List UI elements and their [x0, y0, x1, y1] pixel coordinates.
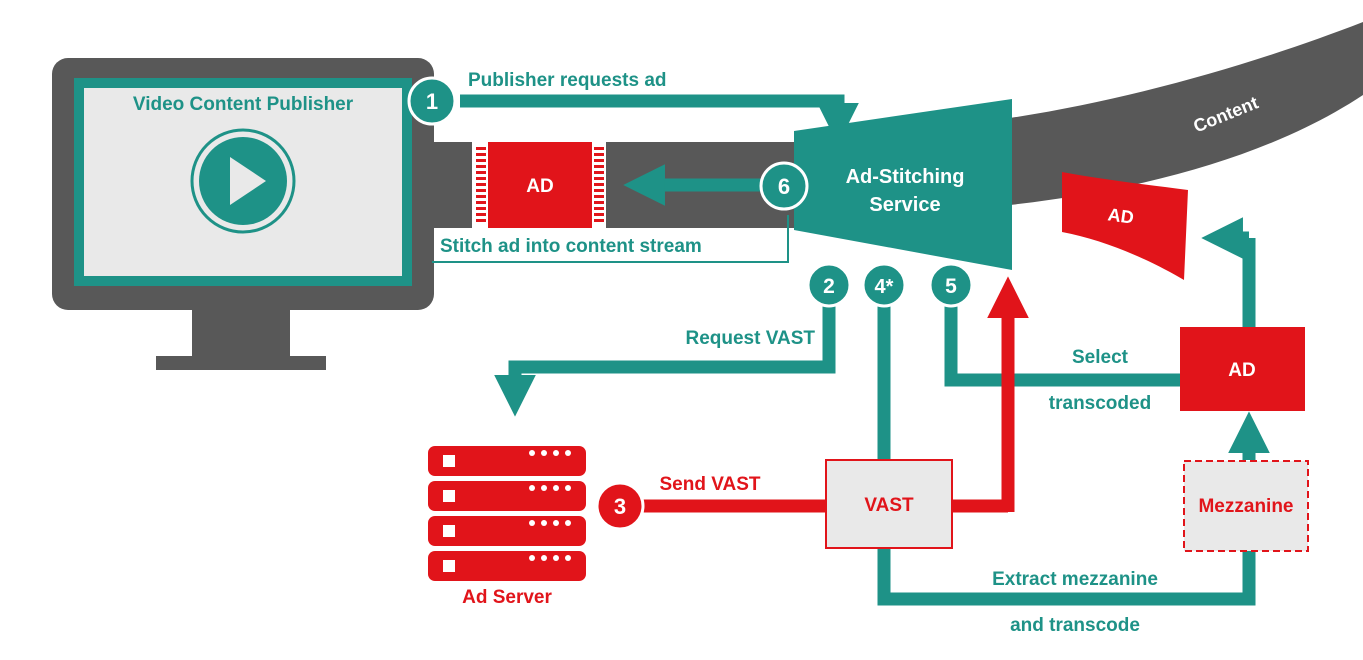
select-label-2: transcoded: [1049, 393, 1151, 414]
extract-line: [877, 522, 1256, 606]
server-stack-icon: [428, 446, 586, 581]
request-ad-label: Publisher requests ad: [468, 70, 667, 91]
request-vast-label: Request VAST: [685, 328, 815, 349]
inserted-ad-flag: [1062, 172, 1188, 280]
stitched-ad-label: AD: [526, 176, 553, 197]
ad-server-label: Ad Server: [462, 587, 552, 608]
step-badge-3: 3: [595, 481, 645, 531]
mezzanine-label: Mezzanine: [1198, 496, 1293, 517]
transcoded-ad-box: [1180, 327, 1305, 411]
mezzanine: Mezzanine: [1183, 411, 1309, 552]
service-line2: Service: [869, 194, 940, 216]
step-number-2: 2: [823, 275, 835, 298]
step-5: Select transcoded: [944, 300, 1180, 414]
monitor-base: [156, 356, 326, 370]
stitch-label: Stitch ad into content stream: [440, 236, 702, 257]
request-ad-arrow: [460, 94, 859, 145]
service-funnel: [794, 99, 1012, 270]
step-badge-4: 4*: [861, 262, 907, 308]
monitor: Video Content Publisher: [52, 58, 434, 370]
vast-box-label: VAST: [864, 495, 914, 516]
extract-label-2: and transcode: [1010, 615, 1140, 636]
step-2: Request VAST: [494, 300, 836, 417]
vast-box: [825, 459, 953, 549]
play-icon: [190, 128, 296, 234]
mezzanine-box: [1183, 460, 1309, 552]
request-vast-arrow: [494, 300, 836, 417]
transcoded-ad-label: AD: [1228, 360, 1255, 381]
transcoded-ad: AD: [1180, 217, 1305, 411]
step-6: Stitch ad into content stream: [432, 164, 789, 263]
content-stream-curve: [1010, 22, 1363, 205]
film-perforations: [476, 147, 604, 222]
ad-stitching-service: Ad-Stitching Service: [794, 99, 1012, 270]
inserted-ad-label: AD: [1107, 204, 1136, 227]
step-badge-1: 1: [407, 76, 457, 126]
step-number-6: 6: [778, 174, 790, 199]
stitched-ad-block: AD: [472, 142, 606, 228]
select-line: [944, 300, 1180, 387]
step-badge-6: 6: [759, 161, 809, 211]
stitch-bracket: [432, 215, 789, 263]
step-number-3: 3: [614, 494, 626, 519]
vast-document: VAST: [825, 459, 953, 549]
send-vast-label: Send VAST: [660, 474, 761, 495]
extract-label-1: Extract mezzanine: [992, 569, 1158, 590]
step-number-4: 4*: [875, 276, 894, 298]
monitor-title: Video Content Publisher: [133, 94, 354, 115]
step-badge-2: 2: [806, 262, 852, 308]
step-badge-5: 5: [928, 262, 974, 308]
step-number-1: 1: [426, 89, 438, 114]
inserted-ad: AD: [1062, 172, 1188, 280]
select-label-1: Select: [1072, 347, 1129, 368]
stitched-ad: [488, 142, 592, 228]
step-4: Extract mezzanine and transcode: [877, 300, 1256, 636]
step-1: Publisher requests ad: [460, 70, 859, 145]
step-number-5: 5: [945, 275, 957, 298]
step-3: Send VAST: [640, 474, 826, 513]
monitor-neck: [192, 308, 290, 360]
service-line1: Ad-Stitching: [846, 166, 965, 188]
ad-server: Ad Server: [428, 446, 586, 608]
